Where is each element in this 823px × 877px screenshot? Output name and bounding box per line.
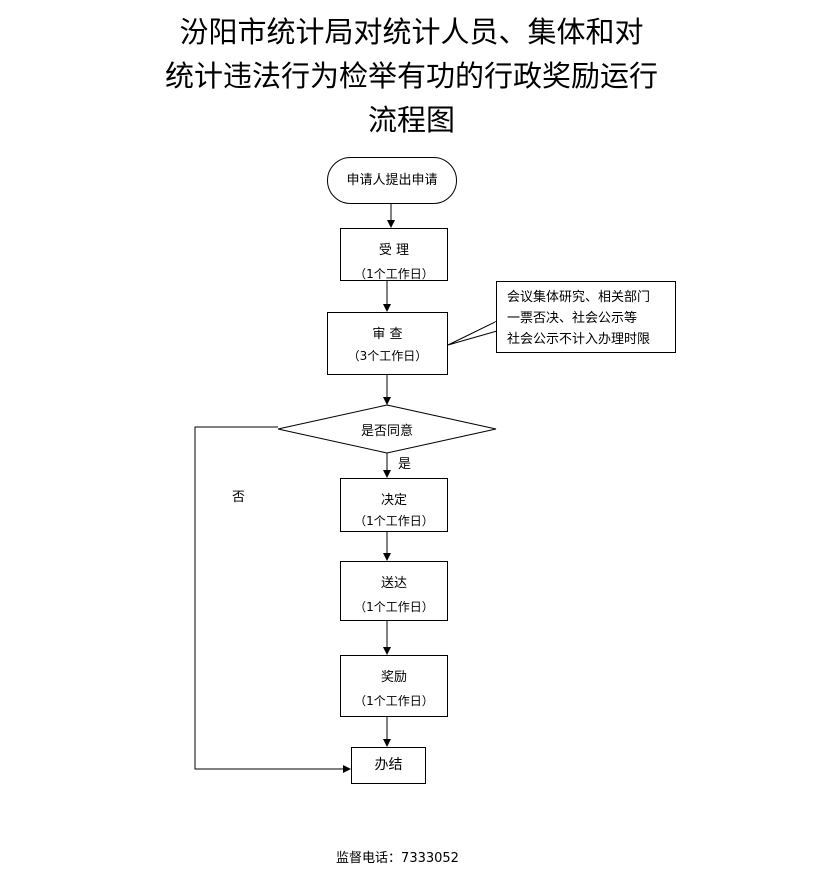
supervision-phone-number: 7333052 — [401, 851, 459, 866]
title-line-2: 统计违法行为检举有功的行政奖励运行 — [164, 59, 658, 93]
supervision-phone: 监督电话：7333052 — [0, 847, 795, 866]
step-accept: 受 理 （1个工作日） — [340, 228, 448, 281]
yes-branch-label: 是 — [398, 457, 412, 472]
step-reward-label: 奖励 — [380, 670, 407, 685]
step-review: 审 查 （3个工作日） — [327, 312, 448, 375]
end-node: 办结 — [351, 747, 426, 784]
step-deliver-duration: （1个工作日） — [354, 600, 434, 614]
review-note: 会议集体研究、相关部门 一票否决、社会公示等 社会公示不计入办理时限 — [496, 281, 676, 353]
note-line-3: 社会公示不计入办理时限 — [507, 332, 651, 347]
supervision-phone-label: 监督电话： — [336, 851, 402, 866]
step-deliver-label: 送达 — [380, 576, 407, 591]
start-node: 申请人提出申请 — [327, 157, 457, 204]
diagram-title: 汾阳市统计局对统计人员、集体和对 统计违法行为检举有功的行政奖励运行 流程图 — [0, 10, 823, 142]
step-reward-duration: （1个工作日） — [354, 694, 434, 708]
step-deliver: 送达 （1个工作日） — [340, 561, 448, 621]
title-line-1: 汾阳市统计局对统计人员、集体和对 — [179, 15, 644, 49]
step-review-duration: （3个工作日） — [347, 349, 428, 363]
step-decide: 决定 （1个工作日） — [340, 478, 448, 532]
arrow-no-branch — [194, 426, 351, 773]
decision-label: 是否同意 — [360, 424, 413, 439]
title-line-3: 流程图 — [367, 103, 455, 137]
decision-diamond — [277, 404, 497, 454]
no-branch-label: 否 — [232, 490, 246, 505]
note-line-2: 一票否决、社会公示等 — [507, 311, 638, 326]
step-accept-duration: （1个工作日） — [354, 267, 434, 281]
note-line-1: 会议集体研究、相关部门 — [507, 290, 651, 305]
note-callout-pointer — [447, 320, 498, 346]
step-decide-duration: （1个工作日） — [354, 514, 434, 528]
step-reward: 奖励 （1个工作日） — [340, 655, 448, 717]
step-decide-label: 决定 — [380, 493, 407, 508]
step-review-label: 审 查 — [372, 327, 403, 342]
step-accept-label: 受 理 — [378, 243, 410, 258]
